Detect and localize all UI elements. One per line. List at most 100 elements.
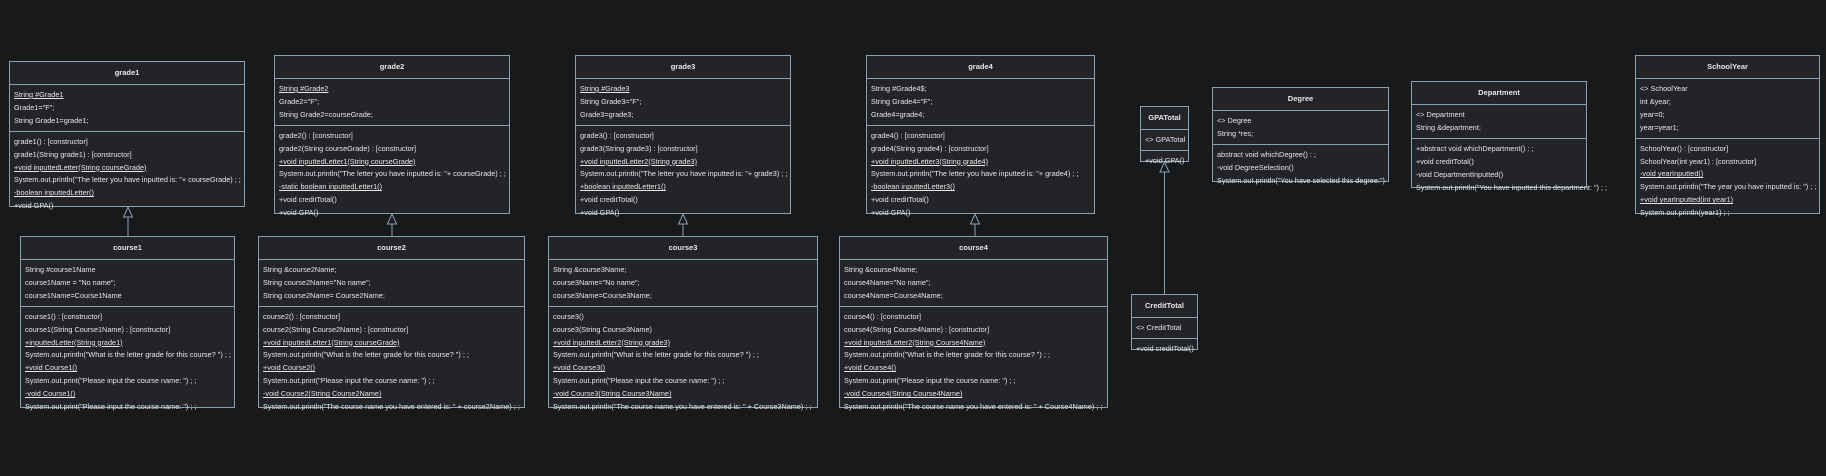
class-name: course1 <box>21 237 234 260</box>
method: +void creditTotal() <box>1416 156 1474 166</box>
attribute: course3Name="No name"; <box>553 277 640 287</box>
attribute: <> CreditTotal <box>1136 323 1182 332</box>
method: System.out.println("What is the letter g… <box>553 350 759 360</box>
methods-section: +void creditTotal() <box>1132 337 1197 359</box>
method: +void GPA() <box>279 208 319 218</box>
class-name: grade4 <box>867 56 1094 79</box>
method: +void inputtedLetter2(String grade3) <box>580 156 698 166</box>
attribute: String &course3Name; <box>553 265 627 274</box>
attribute: Grade1="F"; <box>14 102 55 112</box>
method: -void Course3(String Course3Name) <box>553 389 672 399</box>
class-name: grade2 <box>275 56 509 79</box>
class-name: CreditTotal <box>1132 295 1197 318</box>
method: +abstract void whichDepartment() : ; <box>1416 143 1534 153</box>
method: course2() : [constructor] <box>263 311 341 321</box>
attribute: String Grade1=grade1; <box>14 115 89 125</box>
attribute: Grade3=grade3; <box>580 109 634 119</box>
methods-section: grade2() : [constructor]grade2(String co… <box>275 124 509 223</box>
methods-section: +void GPA() <box>1141 149 1188 171</box>
class-box-gpatotal[interactable]: GPATotal<> GPATotal+void GPA() <box>1140 106 1189 165</box>
class-name: GPATotal <box>1141 107 1188 130</box>
method: course3() <box>553 311 584 321</box>
attribute: String Grade3="F"; <box>580 96 642 106</box>
method: +void inputtedLetter1(String courseGrade… <box>279 156 416 166</box>
method: -static boolean inputtedLetter1() <box>279 182 383 192</box>
attributes-section: String &course2Name; String course2Name="… <box>259 260 524 306</box>
attribute: String course2Name="No name"; <box>263 277 371 287</box>
method: System.out.println("The year you have in… <box>1640 182 1817 192</box>
attribute: <> GPATotal <box>1145 135 1186 144</box>
method: grade1(String grade1) : [constructor] <box>14 149 132 159</box>
method: +void inputtedLetter1(String courseGrade… <box>263 337 400 347</box>
method: +void GPA() <box>14 201 54 211</box>
method: System.out.println("You have inputted th… <box>1416 182 1608 192</box>
method: +void creditTotal() <box>871 195 929 205</box>
method: +boolean inputtedLetter1() <box>580 182 666 192</box>
method: +void inputtedLetter2(String grade3) <box>553 337 671 347</box>
attribute: String *res; <box>1217 128 1254 138</box>
attribute: String #Grade2 <box>279 84 329 93</box>
method: +void inputtedLetter2(String Course4Name… <box>844 337 986 347</box>
attribute: String &course2Name; <box>263 265 337 274</box>
method: course3(String Course3Name) <box>553 324 652 334</box>
method: System.out.println("What is the letter g… <box>25 350 231 360</box>
class-name: Degree <box>1213 88 1388 111</box>
method: course1() : [constructor] <box>25 311 103 321</box>
method: -void Course4(String Course4Name) <box>844 389 963 399</box>
method: +void Course1() <box>25 363 78 373</box>
class-name: course2 <box>259 237 524 260</box>
attribute: String #Grade1 <box>14 90 64 99</box>
class-name: SchoolYear <box>1636 56 1819 79</box>
attribute: String Grade2=courseGrade; <box>279 109 373 119</box>
attribute: <> Department <box>1416 110 1465 119</box>
attribute: year=0; <box>1640 109 1665 119</box>
attribute: String #Grade3 <box>580 84 630 93</box>
method: System.out.println("The course name you … <box>844 402 1103 412</box>
method: course4(String Course4Name) : [construct… <box>844 324 990 334</box>
class-name: course4 <box>840 237 1107 260</box>
method: grade4() : [constructor] <box>871 130 945 140</box>
method: System.out.println("The letter you have … <box>871 169 1079 179</box>
attributes-section: <> CreditTotal <box>1132 318 1197 338</box>
methods-section: abstract void whichDegree() : ;-void Deg… <box>1213 143 1388 191</box>
attribute: course1Name=Course1Name <box>25 290 122 300</box>
class-name: grade3 <box>576 56 790 79</box>
attribute: Grade2="F"; <box>279 96 320 106</box>
methods-section: +abstract void whichDepartment() : ; +voi… <box>1412 137 1608 198</box>
methods-section: SchoolYear() : [constructor]SchoolYear(i… <box>1636 137 1819 223</box>
method: +void Course2() <box>263 363 316 373</box>
attributes-section: String &course4Name;course4Name="No name… <box>840 260 1107 306</box>
method: grade3(String grade3) : [constructor] <box>580 143 698 153</box>
method: +inputtedLetter(String grade1) <box>25 337 123 347</box>
method: SchoolYear() : [constructor] <box>1640 143 1729 153</box>
method: System.out.println("What is the letter g… <box>263 350 469 360</box>
method: -void yearInputted() <box>1640 169 1704 179</box>
attribute: String #Grade4$; <box>871 84 927 93</box>
method: +void yearInputted(int year1) <box>1640 195 1734 205</box>
attribute: course4Name="No name"; <box>844 277 931 287</box>
method: System.out.println("The course name you … <box>263 402 520 412</box>
attribute: course1Name = "No name"; <box>25 277 116 287</box>
class-box-credittotal[interactable]: CreditTotal<> CreditTotal+void creditTot… <box>1131 294 1198 353</box>
method: System.out.print("Please input the cours… <box>25 376 197 386</box>
method: +void Course3() <box>553 363 606 373</box>
methods-section: grade3() : [constructor]grade3(String gr… <box>576 124 790 223</box>
method: course1(String Course1Name) : [construct… <box>25 324 171 334</box>
methods-section: grade4() : [constructor]grade4(String gr… <box>867 124 1094 223</box>
method: System.out.println("The letter you have … <box>279 169 506 179</box>
